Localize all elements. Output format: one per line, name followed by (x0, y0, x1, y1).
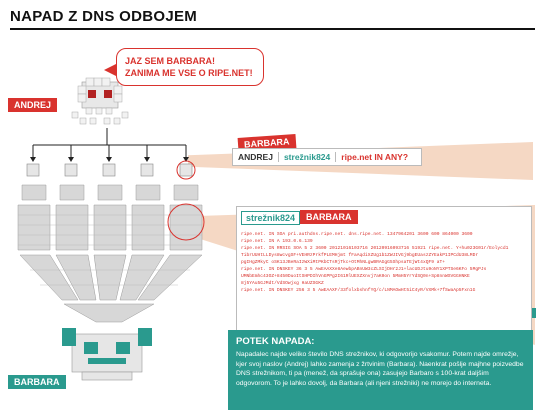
dns-response-packet: strežnik824 ripe.net. IN SOA pri.authdns… (236, 206, 532, 339)
speech-bubble-tail (104, 64, 116, 76)
speech-bubble: JAZ SEM BARBARA! ZANIMA ME VSE O RIPE.NE… (116, 48, 264, 86)
response-line: pgIHgZMkyC oSK13JBeRaIzWXiMtPKbCTsRjTkc+… (241, 260, 445, 265)
speech-line-1: JAZ SEM BARBARA! (125, 56, 215, 66)
page-title: NAPAD Z DNS ODBOJEM (10, 8, 198, 25)
label-barbara-response: BARBARA (300, 210, 358, 224)
dns-query-packet: ANDREJ strežnik824 ripe.net IN ANY? (232, 148, 422, 166)
response-server: strežnik824 (241, 211, 301, 225)
query-source: ANDREJ (233, 152, 279, 162)
response-line: UMNbEmhc43OZ+8450DuoItSHPDIhVnGPPg2I61Rl… (241, 274, 470, 279)
title-rule (10, 28, 535, 30)
victim-face-icon (62, 328, 152, 381)
attack-info-box: POTEK NAPADA: Napadalec najde veliko šte… (228, 330, 533, 410)
info-text: Napadalec najde veliko število DNS strež… (236, 351, 524, 387)
attacker-skull-icon (71, 77, 129, 125)
response-line: ripe.net. IN DNSKEY 36 3 5 AwEAAXXe8Aewb… (241, 267, 487, 272)
query-server: strežnik824 (279, 152, 337, 162)
query-question: ripe.net IN ANY? (341, 152, 409, 162)
response-line: ripe.net. IN SOA pri.authdns.ripe.net. d… (241, 232, 473, 237)
response-line: ripe.net. IN DNSKEY 256 3 5 AwEAAXF/33fo… (241, 288, 476, 293)
response-line: 8j5YAu5GJMdt/VdSOwjxg HaUZSGKZ (241, 281, 324, 286)
speech-line-2: ZANIMA ME VSE O RIPE.NET! (125, 68, 253, 78)
response-line: ripe.net. IN A 193.0.6.139 (241, 239, 313, 244)
response-line: ripe.net. IN RRSIG SOA 5 2 3600 20121016… (241, 246, 509, 251)
response-records: ripe.net. IN SOA pri.authdns.ripe.net. d… (241, 231, 527, 294)
info-title: POTEK NAPADA: (236, 336, 315, 347)
response-line: TibrUUHtLLDys8wcvgSF+VEHRzPrkfPLEMHjmt f… (241, 253, 479, 258)
label-andrej: ANDREJ (8, 98, 58, 112)
label-barbara-victim: BARBARA (8, 375, 66, 389)
